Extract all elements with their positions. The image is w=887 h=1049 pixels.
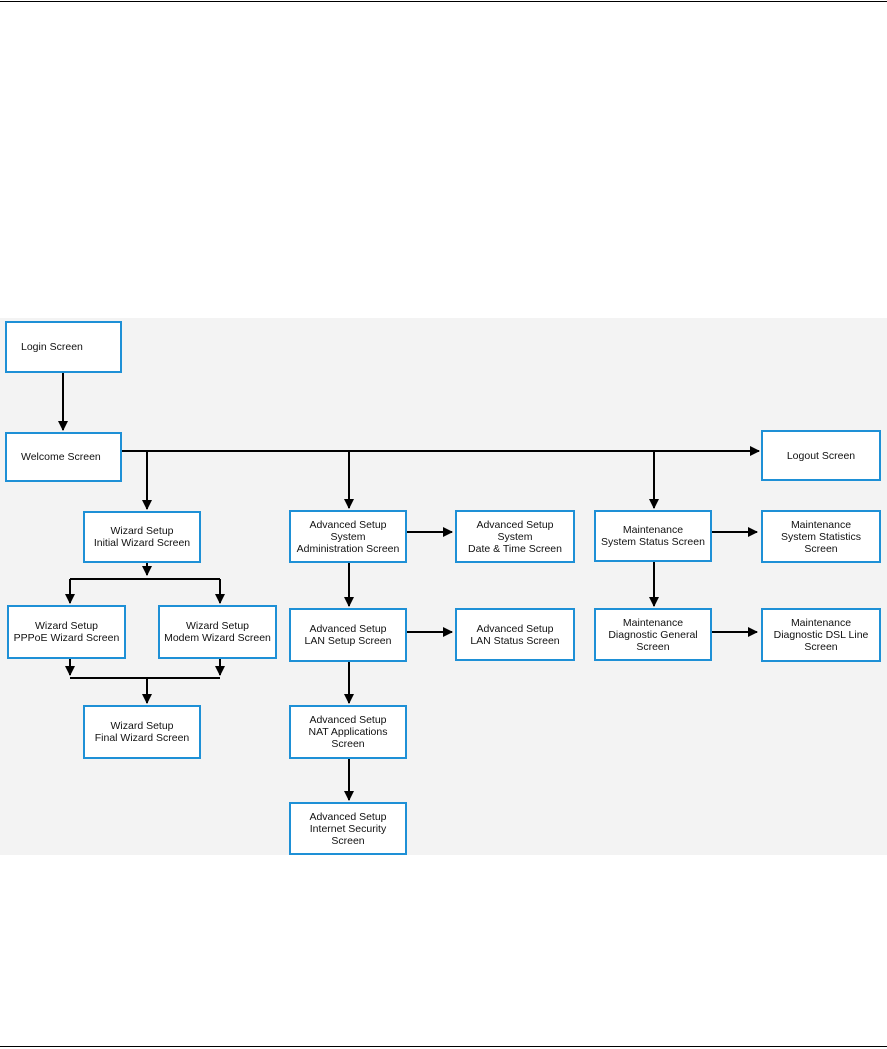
advanced-lan-setup-node: Advanced Setup LAN Setup Screen (289, 608, 407, 662)
node-label: Advanced Setup LAN Status Screen (470, 622, 560, 647)
wizard-initial-node: Wizard Setup Initial Wizard Screen (83, 511, 201, 563)
node-label: Wizard Setup PPPoE Wizard Screen (13, 620, 120, 644)
node-label: Welcome Screen (21, 451, 101, 463)
login-screen-node: Login Screen (5, 321, 122, 373)
welcome-screen-node: Welcome Screen (5, 432, 122, 482)
node-label: Maintenance System Status Screen (601, 524, 705, 548)
node-label: Maintenance Diagnostic DSL Line Screen (773, 617, 869, 653)
connector-arrows (58, 372, 760, 801)
advanced-internet-security-node: Advanced Setup Internet Security Screen (289, 802, 407, 855)
wizard-pppoe-node: Wizard Setup PPPoE Wizard Screen (7, 605, 126, 659)
node-label: Advanced Setup System Date & Time Screen (468, 518, 562, 555)
advanced-lan-status-node: Advanced Setup LAN Status Screen (455, 608, 575, 661)
maintenance-system-statistics-node: Maintenance System Statistics Screen (761, 510, 881, 563)
node-label: Advanced Setup System Administration Scr… (296, 518, 400, 555)
maintenance-diagnostic-dsl-node: Maintenance Diagnostic DSL Line Screen (761, 608, 881, 662)
node-label: Maintenance System Statistics Screen (781, 518, 861, 555)
top-rule (0, 1, 887, 2)
maintenance-diagnostic-general-node: Maintenance Diagnostic General Screen (594, 608, 712, 661)
node-label: Wizard Setup Modem Wizard Screen (164, 620, 271, 644)
advanced-system-administration-node: Advanced Setup System Administration Scr… (289, 510, 407, 563)
node-label: Wizard Setup Final Wizard Screen (94, 720, 190, 744)
node-label: Advanced Setup Internet Security Screen (309, 810, 387, 847)
advanced-nat-applications-node: Advanced Setup NAT Applications Screen (289, 705, 407, 759)
node-label: Wizard Setup Initial Wizard Screen (93, 525, 191, 549)
logout-screen-node: Logout Screen (761, 430, 881, 481)
node-label: Logout Screen (786, 449, 856, 462)
maintenance-system-status-node: Maintenance System Status Screen (594, 510, 712, 562)
node-label: Maintenance Diagnostic General Screen (608, 616, 698, 653)
advanced-date-time-node: Advanced Setup System Date & Time Screen (455, 510, 575, 563)
navigation-flow-diagram: Login Screen Welcome Screen Logout Scree… (0, 318, 887, 855)
wizard-final-node: Wizard Setup Final Wizard Screen (83, 705, 201, 759)
bottom-rule (0, 1046, 887, 1047)
node-label: Login Screen (21, 341, 83, 353)
wizard-modem-node: Wizard Setup Modem Wizard Screen (158, 605, 277, 659)
node-label: Advanced Setup LAN Setup Screen (304, 623, 392, 647)
node-label: Advanced Setup NAT Applications Screen (308, 714, 388, 750)
